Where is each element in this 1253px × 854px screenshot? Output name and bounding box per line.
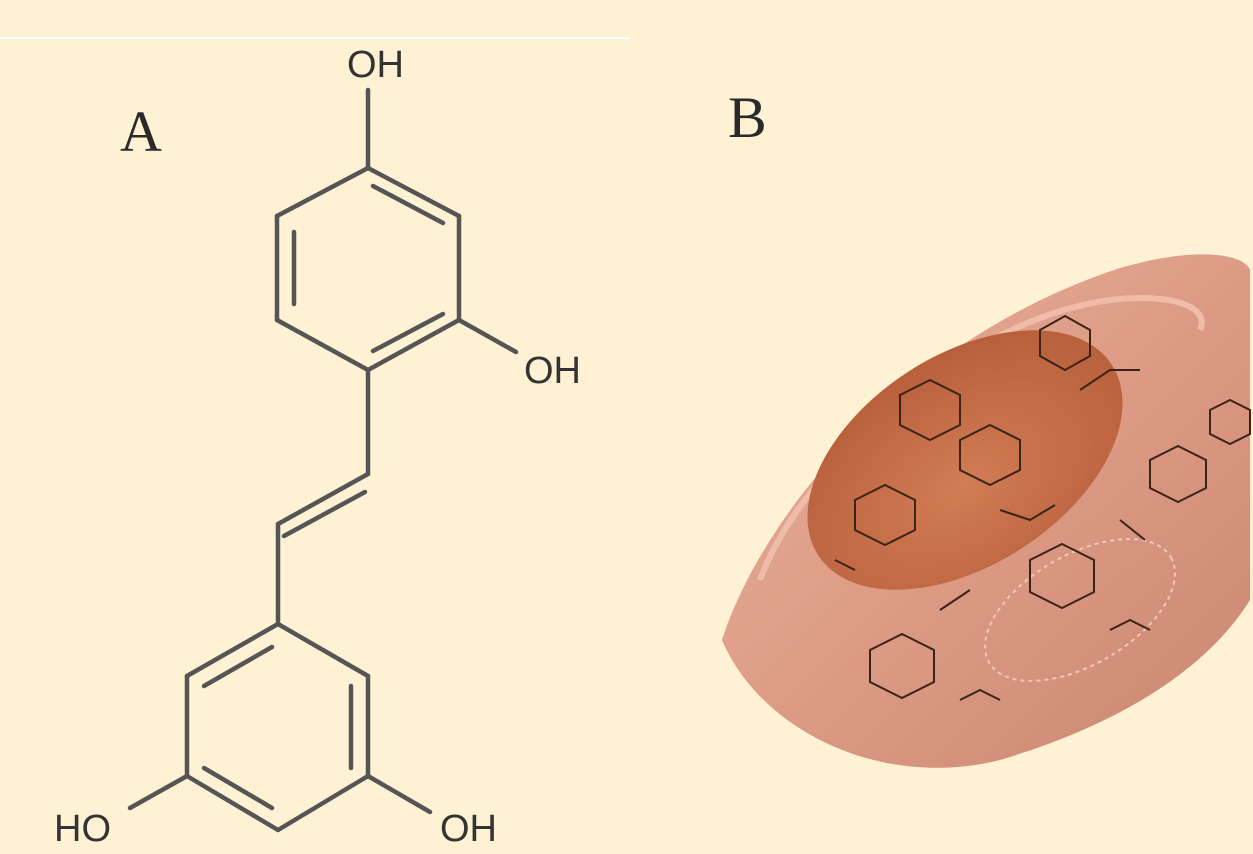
cyclodextrin-torus [722,254,1251,768]
torus-rim [757,295,1205,582]
panel-b-label: B [728,85,767,150]
atom-ho-bottom-left: HO [54,808,111,850]
glucose-unit-sketches [834,314,1251,701]
torus-front-oval [984,538,1176,682]
molecule-structure [127,87,519,833]
torus-cavity [807,330,1123,590]
atom-oh-right: OH [524,350,581,392]
panel-a-label: A [120,99,162,164]
atom-oh-bottom-right: OH [440,808,497,850]
atom-oh-top: OH [347,44,404,86]
